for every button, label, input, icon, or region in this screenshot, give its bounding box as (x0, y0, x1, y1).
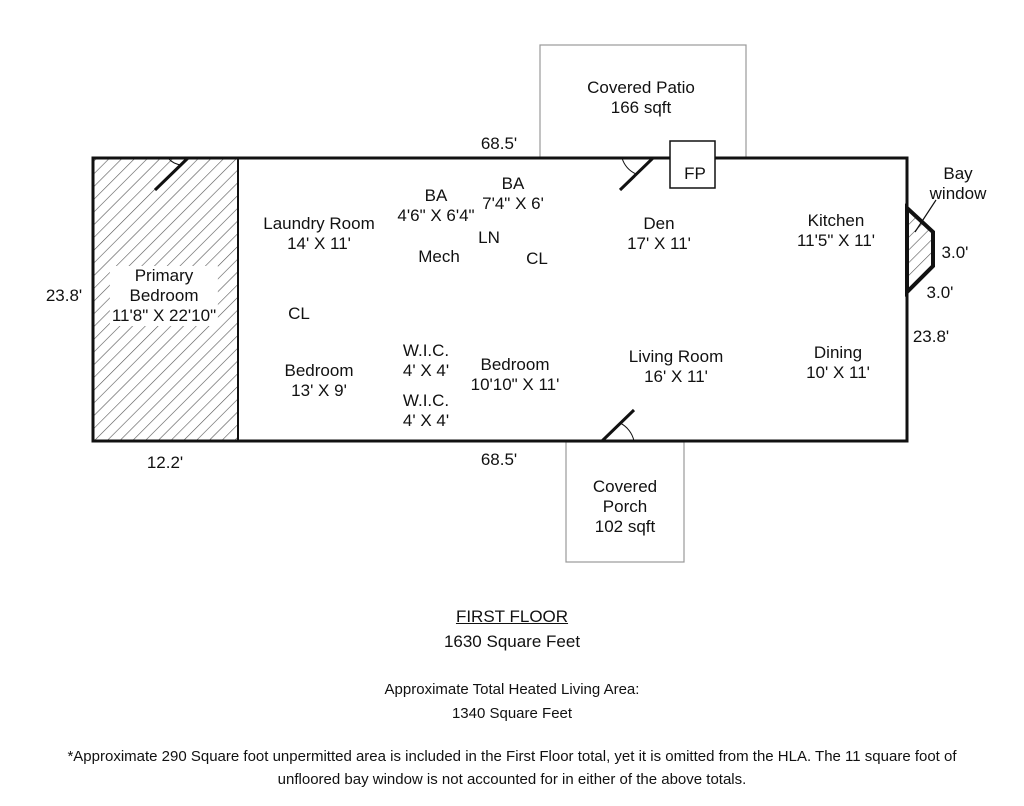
bathroom-2-dims: 7'4" X 6' (482, 194, 544, 213)
hla-label: Approximate Total Heated Living Area: (384, 681, 640, 698)
covered-patio-label: Covered Patio 166 sqft (587, 78, 695, 118)
living-room-name: Living Room (628, 347, 724, 366)
door-living-room (600, 408, 636, 443)
door-primary-bedroom (153, 156, 190, 192)
floor-area: 1630 Square Feet (443, 632, 581, 651)
primary-bedroom-dims: 11'8" X 22'10" (111, 306, 217, 325)
laundry-room-dims: 14' X 11' (287, 234, 351, 253)
bottom-dimension: 68.5' (480, 450, 518, 469)
kitchen-dims: 11'5" X 11' (796, 231, 876, 250)
covered-porch-name-2: Porch (602, 497, 648, 516)
bay-window-pointer (914, 199, 937, 233)
bedroom-mid-dims: 10'10" X 11' (470, 375, 560, 394)
bay-side-dimension: 3.0' (941, 243, 969, 262)
floor-title-text: FIRST FLOOR (455, 607, 569, 626)
bathroom-2-name: BA (501, 174, 525, 193)
hla-value: 1340 Square Feet (451, 705, 573, 722)
covered-porch-area: 102 sqft (594, 517, 656, 536)
bedroom-left-name: Bedroom (284, 361, 354, 380)
wic-1-name: W.I.C. (402, 341, 450, 360)
den-dims: 17' X 11' (627, 234, 691, 253)
mech-label: Mech (418, 247, 460, 266)
den-label: Den 17' X 11' (627, 214, 691, 254)
covered-patio-area: 166 sqft (610, 98, 672, 117)
primary-width-dimension: 12.2' (146, 453, 184, 472)
closet-upper-label: CL (526, 249, 548, 268)
bedroom-mid-label: Bedroom 10'10" X 11' (471, 355, 560, 395)
dining-label: Dining 10' X 11' (806, 343, 870, 383)
wic-2-label: W.I.C. 4' X 4' (403, 391, 449, 431)
primary-bedroom-label: Primary Bedroom 11'8" X 22'10" (109, 266, 219, 326)
primary-bedroom-name-1: Primary (134, 266, 194, 285)
den-name: Den (643, 214, 675, 233)
footnote-line-1: *Approximate 290 Square foot unpermitted… (67, 748, 957, 765)
living-room-label: Living Room 16' X 11' (629, 347, 724, 387)
covered-porch-name-1: Covered (592, 477, 658, 496)
linen-label: LN (478, 228, 500, 247)
bathroom-1-label: BA 4'6" X 6'4" (397, 186, 474, 226)
top-dimension: 68.5' (480, 134, 518, 153)
laundry-room-label: Laundry Room 14' X 11' (263, 214, 375, 254)
kitchen-label: Kitchen 11'5" X 11' (797, 211, 875, 251)
bathroom-1-dims: 4'6" X 6'4" (397, 206, 475, 225)
bay-window-line1: Bay (943, 164, 973, 183)
bedroom-mid-name: Bedroom (480, 355, 550, 374)
left-dimension: 23.8' (45, 286, 83, 305)
wic-2-name: W.I.C. (402, 391, 450, 410)
fireplace-label: FP (684, 164, 706, 183)
dining-name: Dining (813, 343, 863, 362)
bedroom-left-dims: 13' X 9' (291, 381, 347, 400)
closet-left-label: CL (288, 304, 310, 323)
living-room-dims: 16' X 11' (644, 367, 708, 386)
bedroom-left-label: Bedroom 13' X 9' (285, 361, 354, 401)
dining-dims: 10' X 11' (806, 363, 870, 382)
floor-title: FIRST FLOOR (0, 607, 1024, 627)
bay-window-shape (905, 203, 935, 297)
wic-1-dims: 4' X 4' (402, 361, 450, 380)
door-den (618, 156, 655, 192)
wic-2-dims: 4' X 4' (402, 411, 450, 430)
fireplace-box (669, 140, 716, 189)
kitchen-name: Kitchen (807, 211, 865, 230)
covered-porch-label: Covered Porch 102 sqft (593, 477, 657, 537)
bay-front-dimension: 3.0' (926, 283, 954, 302)
right-dimension: 23.8' (912, 327, 950, 346)
laundry-room-name: Laundry Room (263, 214, 375, 233)
bay-window-label: Bay window (930, 164, 987, 204)
bathroom-1-name: BA (424, 186, 448, 205)
bathroom-2-label: BA 7'4" X 6' (482, 174, 544, 214)
house-outline (91, 156, 909, 443)
covered-patio-name: Covered Patio (587, 78, 695, 97)
primary-bedroom-name-2: Bedroom (129, 286, 199, 305)
wic-1-label: W.I.C. 4' X 4' (403, 341, 449, 381)
footnote-line-2: unfloored bay window is not accounted fo… (277, 771, 747, 788)
bay-window-line2: window (929, 184, 987, 203)
